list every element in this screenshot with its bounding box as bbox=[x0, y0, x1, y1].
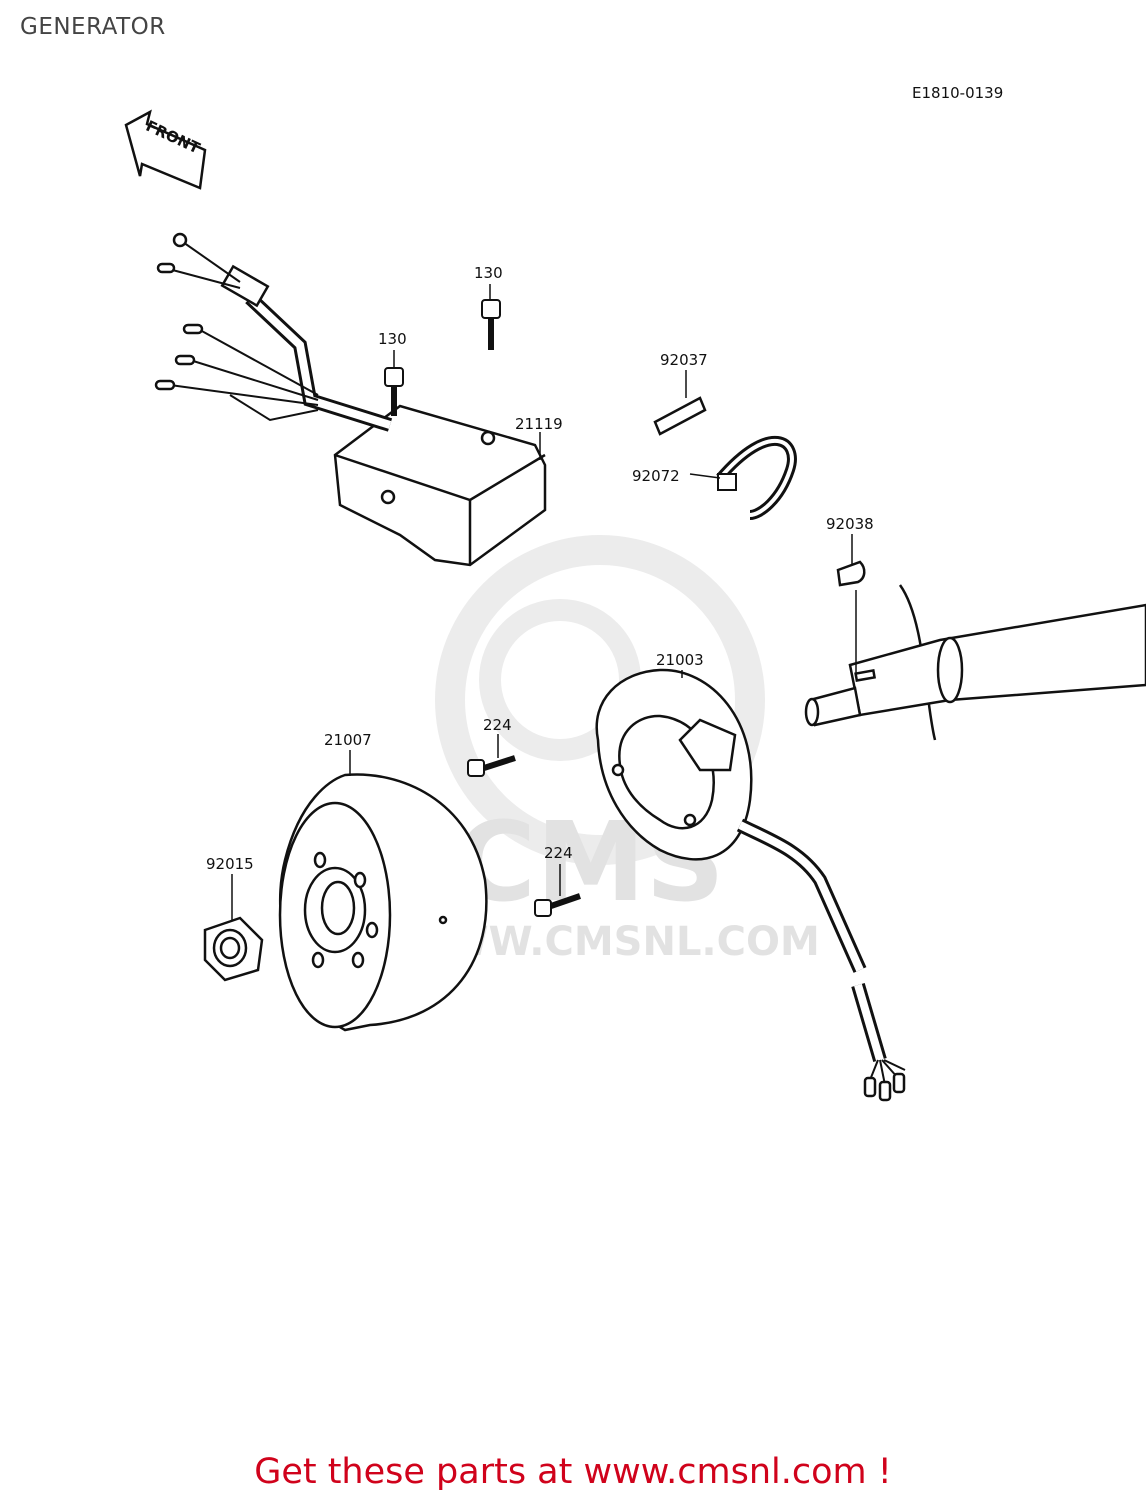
front-arrow-icon: FRONT bbox=[124, 109, 207, 190]
callout-21003: 21003 bbox=[656, 651, 704, 669]
crankshaft-part bbox=[804, 584, 1146, 741]
strip-part bbox=[653, 396, 707, 436]
stator-part bbox=[595, 668, 906, 1102]
callout-224-lower: 224 bbox=[544, 844, 573, 862]
callout-92038: 92038 bbox=[826, 515, 874, 533]
cdi-unit-part bbox=[154, 232, 547, 567]
callout-224-upper: 224 bbox=[483, 716, 512, 734]
woodruff-key-part bbox=[836, 560, 866, 587]
nut-part bbox=[203, 916, 264, 982]
screw-icon bbox=[467, 755, 581, 917]
page-title: GENERATOR bbox=[20, 14, 166, 40]
leader-lines bbox=[231, 284, 857, 920]
watermark: CMS WWW.CMSNL.COM bbox=[400, 535, 820, 965]
bolt-icon bbox=[384, 299, 501, 416]
callout-92072: 92072 bbox=[632, 467, 680, 485]
callout-130-lower: 130 bbox=[378, 330, 407, 348]
clamp-buckle bbox=[717, 473, 737, 491]
callout-21007: 21007 bbox=[324, 731, 372, 749]
rotor-flywheel-part bbox=[278, 773, 488, 1032]
callout-130-upper: 130 bbox=[474, 264, 503, 282]
diagram-ref-code: E1810-0139 bbox=[912, 84, 1003, 102]
footer-cta-link[interactable]: Get these parts at www.cmsnl.com ! bbox=[254, 1452, 892, 1492]
callout-92015: 92015 bbox=[206, 855, 254, 873]
callout-labels: 130 130 92037 21119 92072 92038 21003 22… bbox=[206, 264, 874, 873]
callout-92037: 92037 bbox=[660, 351, 708, 369]
callout-21119: 21119 bbox=[515, 415, 563, 433]
